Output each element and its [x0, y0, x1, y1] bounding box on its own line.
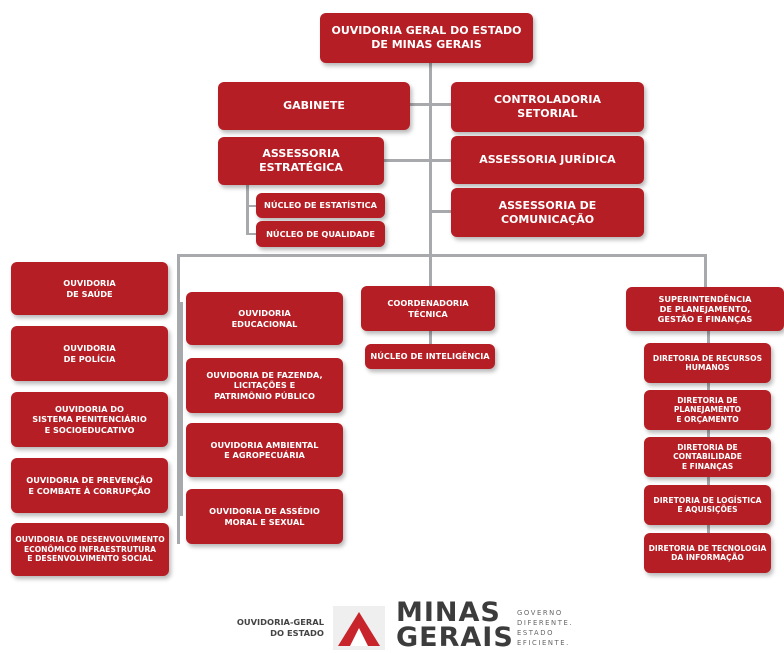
nucleo-qualidade-box: NÚCLEO DE QUALIDADE [256, 221, 385, 247]
assessoria-juridica-box: ASSESSORIA JURÍDICA [451, 136, 644, 184]
ouvidoria-policia-box: OUVIDORIA DE POLÍCIA [11, 326, 168, 381]
gabinete-label: GABINETE [283, 99, 345, 113]
connector-nucleos-vertical [246, 185, 249, 235]
diretoria-contabilidade-box: DIRETORIA DE CONTABILIDADE E FINANÇAS [644, 437, 771, 477]
minas-gerais-triangle-logo-icon [333, 606, 385, 650]
connector-col2-bus [180, 302, 183, 516]
assessoria-juridica-label: ASSESSORIA JURÍDICA [479, 153, 616, 167]
diretoria-ti-box: DIRETORIA DE TECNOLOGIA DA INFORMAÇÃO [644, 533, 771, 573]
assessoria-estrategica-label: ASSESSORIA ESTRATÉGICA [259, 147, 343, 174]
logo-wordmark: MINAS GERAIS [396, 597, 514, 653]
ouvidoria-geral-box: OUVIDORIA GERAL DO ESTADO DE MINAS GERAI… [320, 13, 533, 63]
ouvidoria-educacional-box: OUVIDORIA EDUCACIONAL [186, 292, 343, 345]
connector-gabinete [410, 103, 452, 106]
footer-org-name: OUVIDORIA-GERAL DO ESTADO [236, 617, 324, 638]
diretoria-logistica-label: DIRETORIA DE LOGÍSTICA E AQUISIÇÕES [653, 495, 762, 514]
nucleo-inteligencia-label: NÚCLEO DE INTELIGÊNCIA [370, 351, 490, 362]
ouvidoria-desenvolvimento-label: OUVIDORIA DE DESENVOLVIMENTO ECONÔMICO I… [15, 535, 165, 564]
ouvidoria-geral-label: OUVIDORIA GERAL DO ESTADO DE MINAS GERAI… [331, 24, 522, 51]
logo-slogan: GOVERNO DIFERENTE. ESTADO EFICIENTE. [517, 609, 574, 647]
assessoria-estrategica-box: ASSESSORIA ESTRATÉGICA [218, 137, 384, 185]
assessoria-comunicacao-label: ASSESSORIA DE COMUNICAÇÃO [498, 198, 597, 226]
ouvidoria-corrupcao-label: OUVIDORIA DE PREVENÇÃO E COMBATE À CORRU… [26, 475, 153, 496]
connector-comunicacao [429, 210, 451, 213]
nucleo-qualidade-label: NÚCLEO DE QUALIDADE [266, 228, 375, 239]
connector-nucleo-estatistica [246, 205, 256, 207]
gabinete-box: GABINETE [218, 82, 410, 130]
diretoria-rh-label: DIRETORIA DE RECURSOS HUMANOS [652, 353, 763, 372]
coordenadoria-tecnica-box: COORDENADORIA TÉCNICA [361, 286, 495, 331]
diretoria-rh-box: DIRETORIA DE RECURSOS HUMANOS [644, 343, 771, 383]
coordenadoria-tecnica-label: COORDENADORIA TÉCNICA [387, 298, 469, 319]
connector-horizontal-bus [177, 254, 706, 257]
ouvidoria-penitenciario-label: OUVIDORIA DO SISTEMA PENITENCIÁRIO E SOC… [32, 404, 147, 435]
nucleo-estatistica-box: NÚCLEO DE ESTATÍSTICA [256, 193, 385, 218]
diretoria-planejamento-box: DIRETORIA DE PLANEJAMENTO E ORÇAMENTO [644, 390, 771, 430]
assessoria-comunicacao-box: ASSESSORIA DE COMUNICAÇÃO [451, 188, 644, 237]
ouvidoria-penitenciario-box: OUVIDORIA DO SISTEMA PENITENCIÁRIO E SOC… [11, 392, 168, 447]
connector-coordenadoria [429, 254, 432, 286]
ouvidoria-assedio-box: OUVIDORIA DE ASSÉDIO MORAL E SEXUAL [186, 489, 343, 544]
diretoria-planejamento-label: DIRETORIA DE PLANEJAMENTO E ORÇAMENTO [673, 395, 742, 424]
superintendencia-label: SUPERINTENDÊNCIA DE PLANEJAMENTO, GESTÃO… [657, 293, 753, 325]
connector-estrategica [384, 159, 452, 162]
ouvidoria-saude-label: OUVIDORIA DE SAÚDE [63, 278, 116, 299]
ouvidoria-corrupcao-box: OUVIDORIA DE PREVENÇÃO E COMBATE À CORRU… [11, 458, 168, 513]
connector-nucleo-qualidade [246, 233, 256, 235]
ouvidoria-policia-label: OUVIDORIA DE POLÍCIA [63, 343, 116, 364]
connector-superintendencia [704, 254, 707, 287]
connector-col1-bus [177, 254, 180, 544]
nucleo-inteligencia-box: NÚCLEO DE INTELIGÊNCIA [365, 344, 495, 369]
controladoria-label: CONTROLADORIA SETORIAL [493, 93, 602, 120]
ouvidoria-ambiental-label: OUVIDORIA AMBIENTAL E AGROPECUÁRIA [210, 439, 319, 460]
ouvidoria-fazenda-box: OUVIDORIA DE FAZENDA, LICITAÇÕES E PATRI… [186, 358, 343, 413]
ouvidoria-desenvolvimento-box: OUVIDORIA DE DESENVOLVIMENTO ECONÔMICO I… [11, 523, 169, 576]
diretoria-ti-label: DIRETORIA DE TECNOLOGIA DA INFORMAÇÃO [648, 543, 767, 562]
ouvidoria-saude-box: OUVIDORIA DE SAÚDE [11, 262, 168, 315]
superintendencia-box: SUPERINTENDÊNCIA DE PLANEJAMENTO, GESTÃO… [626, 287, 784, 331]
nucleo-estatistica-label: NÚCLEO DE ESTATÍSTICA [263, 200, 377, 211]
ouvidoria-assedio-label: OUVIDORIA DE ASSÉDIO MORAL E SEXUAL [209, 506, 320, 527]
controladoria-box: CONTROLADORIA SETORIAL [451, 82, 644, 132]
ouvidoria-ambiental-box: OUVIDORIA AMBIENTAL E AGROPECUÁRIA [186, 423, 343, 477]
connector-inteligencia [429, 330, 432, 344]
diretoria-logistica-box: DIRETORIA DE LOGÍSTICA E AQUISIÇÕES [644, 485, 771, 525]
ouvidoria-educacional-label: OUVIDORIA EDUCACIONAL [231, 308, 298, 329]
ouvidoria-fazenda-label: OUVIDORIA DE FAZENDA, LICITAÇÕES E PATRI… [206, 370, 323, 401]
diretoria-contabilidade-label: DIRETORIA DE CONTABILIDADE E FINANÇAS [673, 442, 742, 471]
